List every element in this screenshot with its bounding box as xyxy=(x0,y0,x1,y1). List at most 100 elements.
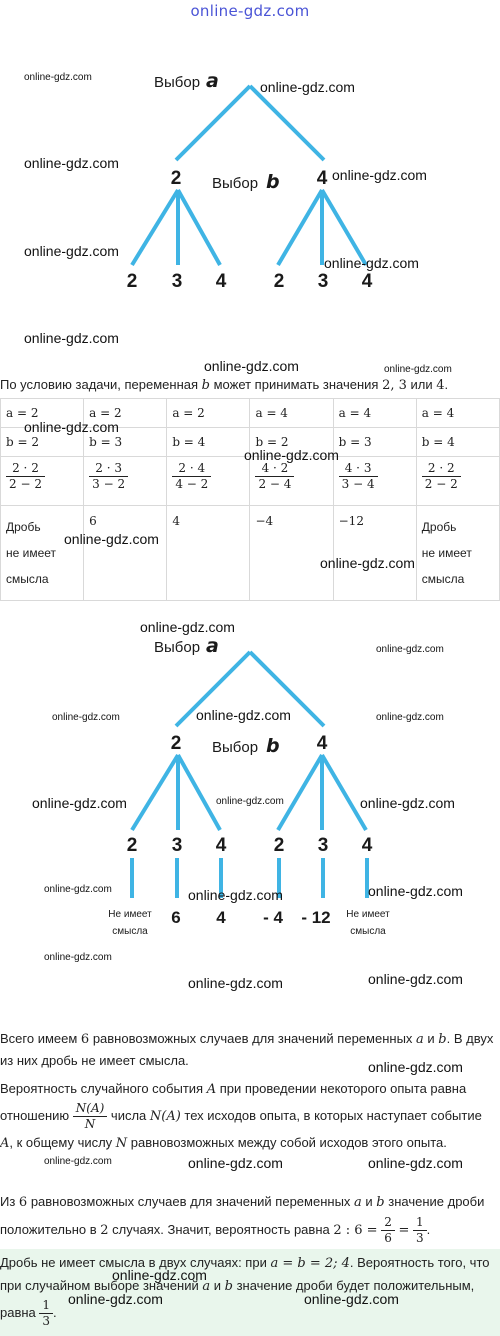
intro-sentence: По условию задачи, переменная b может пр… xyxy=(0,377,449,393)
tree1-leaf: 3 xyxy=(172,271,183,292)
table-cell: 6 xyxy=(83,505,168,601)
watermark: online-gdz.com xyxy=(64,531,159,547)
table-cell: 4 xyxy=(166,505,251,601)
watermark: online-gdz.com xyxy=(44,884,112,895)
no-sense-note: смысла xyxy=(350,926,386,937)
watermark: online-gdz.com xyxy=(44,1156,112,1167)
tree1-leaf: 2 xyxy=(127,271,138,292)
watermark: online-gdz.com xyxy=(24,419,119,435)
tree2-leaf: 4 xyxy=(216,835,227,856)
watermark: online-gdz.com xyxy=(360,795,455,811)
site-header[interactable]: online-gdz.com xyxy=(190,2,310,20)
fraction: N(A)N xyxy=(72,1101,108,1132)
tree2-result: - 12 xyxy=(301,908,330,927)
paragraph-answer: Дробь не имеет смысла в двух случаях: пр… xyxy=(0,1255,490,1329)
tree1-leaf: 4 xyxy=(362,271,373,292)
table-cell: −12 xyxy=(332,505,417,601)
tree2-result: - 4 xyxy=(263,908,283,927)
tree2-root: 2 xyxy=(171,733,182,754)
watermark: online-gdz.com xyxy=(188,975,283,991)
choice-a-label: Выбор xyxy=(154,639,200,656)
watermark: online-gdz.com xyxy=(112,1267,207,1283)
watermark: online-gdz.com xyxy=(32,795,127,811)
watermark: online-gdz.com xyxy=(324,255,419,271)
table-cell: a = 4 xyxy=(332,398,417,428)
var-a: a xyxy=(206,635,219,657)
watermark: online-gdz.com xyxy=(320,555,415,571)
tree2-leaf: 3 xyxy=(318,835,329,856)
tree1-leaf: 3 xyxy=(318,271,329,292)
table-cell: a = 2 xyxy=(0,398,85,428)
watermark: online-gdz.com xyxy=(44,952,112,963)
watermark: online-gdz.com xyxy=(332,167,427,183)
watermark: online-gdz.com xyxy=(140,619,235,635)
watermark: online-gdz.com xyxy=(196,707,291,723)
watermark: online-gdz.com xyxy=(384,364,452,375)
tree2-branch xyxy=(276,753,324,832)
tree2-branch xyxy=(174,650,252,728)
watermark: online-gdz.com xyxy=(376,644,444,655)
tree1-branch xyxy=(276,188,324,267)
tree2-result: 4 xyxy=(216,908,226,927)
tree2-leaf: 2 xyxy=(127,835,138,856)
tree2-root: 4 xyxy=(317,733,328,754)
paragraph-total-cases: Всего имеем 6 равновозможных случаев для… xyxy=(0,1031,494,1068)
no-sense-note: Не имеет xyxy=(346,909,390,920)
watermark: online-gdz.com xyxy=(244,447,339,463)
tree2-branch xyxy=(130,753,180,832)
tree2-branch xyxy=(176,754,222,831)
watermark: online-gdz.com xyxy=(368,1059,463,1075)
watermark: online-gdz.com xyxy=(368,1155,463,1171)
tree1-leaf: 4 xyxy=(216,271,227,292)
tree1-branch xyxy=(130,188,180,267)
choice-b-label: Выбор xyxy=(212,739,258,756)
table-cell: −4 xyxy=(249,505,334,601)
tree1-root: 2 xyxy=(171,168,182,189)
tree2-leaf: 2 xyxy=(274,835,285,856)
watermark: online-gdz.com xyxy=(188,1155,283,1171)
table-cell: a = 4 xyxy=(415,398,500,428)
watermark: online-gdz.com xyxy=(304,1291,399,1307)
tree1-branch xyxy=(176,189,222,266)
tree2-leaf: 4 xyxy=(362,835,373,856)
paragraph-positive-cases: Из 6 равновозможных случаев для значений… xyxy=(0,1194,485,1246)
var-a: a xyxy=(206,70,219,92)
tree1-leaf: 2 xyxy=(274,271,285,292)
table-cell: b = 2 xyxy=(249,427,334,457)
tree1-branch xyxy=(320,188,368,267)
watermark: online-gdz.com xyxy=(24,330,119,346)
tree2-leaf: 3 xyxy=(172,835,183,856)
choice-tree-1: Выбор a Выбор b 2 4 2 3 4 2 3 4 xyxy=(127,70,373,292)
choice-b-label: Выбор xyxy=(212,175,258,192)
watermark: online-gdz.com xyxy=(52,712,120,723)
cases-table: a = 2 a = 2 a = 2 a = 4 a = 4 a = 4 b = … xyxy=(0,398,500,601)
watermark: online-gdz.com xyxy=(368,883,463,899)
watermark: online-gdz.com xyxy=(368,971,463,987)
table-cell: b = 2 xyxy=(0,427,85,457)
watermark: online-gdz.com xyxy=(376,712,444,723)
watermark: online-gdz.com xyxy=(24,243,119,259)
tree1-branch xyxy=(174,84,252,162)
table-cell: a = 4 xyxy=(249,398,334,428)
answer-highlight xyxy=(0,1249,500,1336)
tree1-root: 4 xyxy=(317,168,328,189)
watermark: online-gdz.com xyxy=(68,1291,163,1307)
choice-tree-2: Выбор a Выбор b 2 4 2 3 4 2 3 4 Не имеет… xyxy=(108,635,390,937)
watermark: online-gdz.com xyxy=(24,72,92,83)
watermark: online-gdz.com xyxy=(24,155,119,171)
